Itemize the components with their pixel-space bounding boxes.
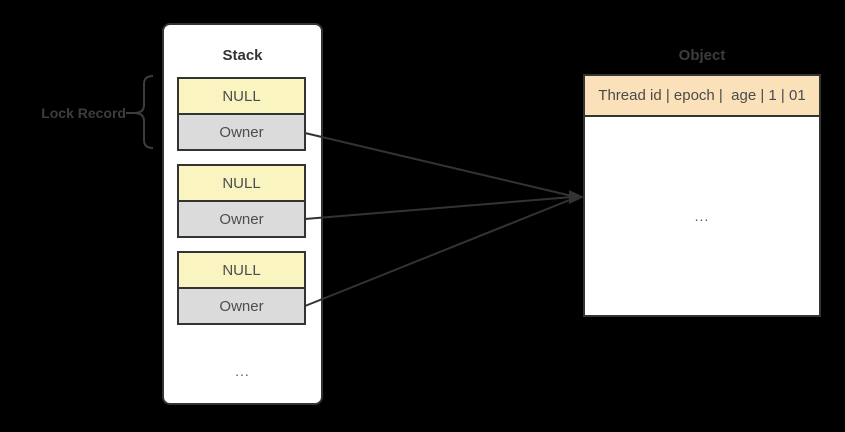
lock-record-pair: NULL Owner: [177, 77, 306, 151]
lock-record-displaced-markword-cell: NULL: [177, 77, 306, 115]
arrowhead-icon: [569, 190, 584, 204]
lock-record-pair: NULL Owner: [177, 251, 306, 325]
lock-record-label: Lock Record: [41, 105, 126, 121]
lock-record-owner-cell: Owner: [177, 200, 306, 238]
owner3-to-object-arrow: [304, 198, 573, 307]
object-body: ...: [585, 117, 819, 315]
object-markword-header: Thread id | epoch | age | 1 | 01: [585, 76, 819, 117]
lock-record-owner-cell: Owner: [177, 287, 306, 325]
object-container: Thread id | epoch | age | 1 | 01 ...: [583, 74, 821, 317]
object-ellipsis: ...: [694, 208, 710, 224]
object-title: Object: [678, 47, 726, 64]
stack-title: Stack: [222, 47, 263, 64]
lock-record-displaced-markword-cell: NULL: [177, 251, 306, 289]
lock-record-brace: [133, 75, 154, 149]
owner1-to-object-arrow: [304, 132, 573, 197]
stack-ellipsis: ...: [235, 363, 250, 379]
lock-record-owner-cell: Owner: [177, 113, 306, 151]
lock-record-displaced-markword-cell: NULL: [177, 164, 306, 202]
lock-record-pair: NULL Owner: [177, 164, 306, 238]
owner2-to-object-arrow: [304, 196, 573, 220]
